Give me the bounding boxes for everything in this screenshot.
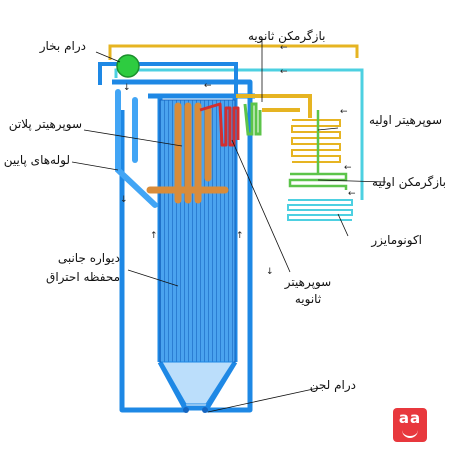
label-secondary-reheater: بازگرمکن ثانویه [248, 29, 325, 44]
mud-drum-right [202, 407, 208, 413]
secondary-superheater-coil [243, 102, 262, 136]
primary-reheater [288, 110, 348, 190]
svg-text:←: ← [340, 107, 348, 117]
label-waterwall-2: محفظه احتراق [46, 270, 120, 285]
brand-logo-text: aa [398, 409, 422, 427]
secondary-reheater-coil [199, 102, 240, 147]
brand-smile-icon [402, 428, 418, 438]
brand-logo: aa [393, 408, 427, 442]
label-waterwall-1: دیواره جانبی [58, 251, 120, 266]
label-platen-superheater: سوپرهیتر پلاتن [9, 117, 82, 132]
label-downcomers: لوله‌های پایین رونده [0, 153, 70, 168]
svg-text:←: ← [344, 163, 352, 173]
svg-text:←: ← [204, 81, 212, 91]
hopper [161, 361, 234, 405]
steam-outlet-pipe [108, 44, 359, 60]
mud-drum-left [183, 407, 189, 413]
primary-superheater [291, 119, 341, 163]
label-primary-reheater: بازگرمکن اولیه [372, 175, 446, 190]
label-secondary-superheater-2: ثانویه [295, 292, 321, 307]
label-mud-drum: درام لجن [310, 378, 356, 393]
feedwater-pipe [114, 68, 364, 200]
leader-lines [71, 40, 387, 413]
return-pipe [98, 62, 238, 94]
svg-text:↑: ↑ [150, 231, 158, 241]
svg-text:↓: ↓ [123, 83, 131, 93]
flow-arrows: ← ← ← ← ← ← ↓ ↓ ↑ ↑ ↓ [120, 43, 356, 277]
svg-text:↓: ↓ [266, 267, 274, 277]
label-primary-superheater: سوپرهیتر اولیه [369, 113, 442, 128]
crossover-pipe [236, 94, 312, 118]
svg-text:←: ← [280, 67, 288, 77]
economizer [287, 199, 353, 221]
label-economizer: اکونومایزر [370, 233, 422, 248]
platen-superheater [146, 102, 229, 204]
label-steam-drum: درام بخار [39, 39, 86, 54]
label-secondary-superheater-1: سوپرهیتر [284, 275, 331, 290]
svg-text:←: ← [280, 43, 288, 53]
svg-text:←: ← [348, 189, 356, 199]
svg-text:↓: ↓ [120, 195, 128, 205]
svg-text:↑: ↑ [236, 231, 244, 241]
steam-drum [116, 54, 140, 78]
